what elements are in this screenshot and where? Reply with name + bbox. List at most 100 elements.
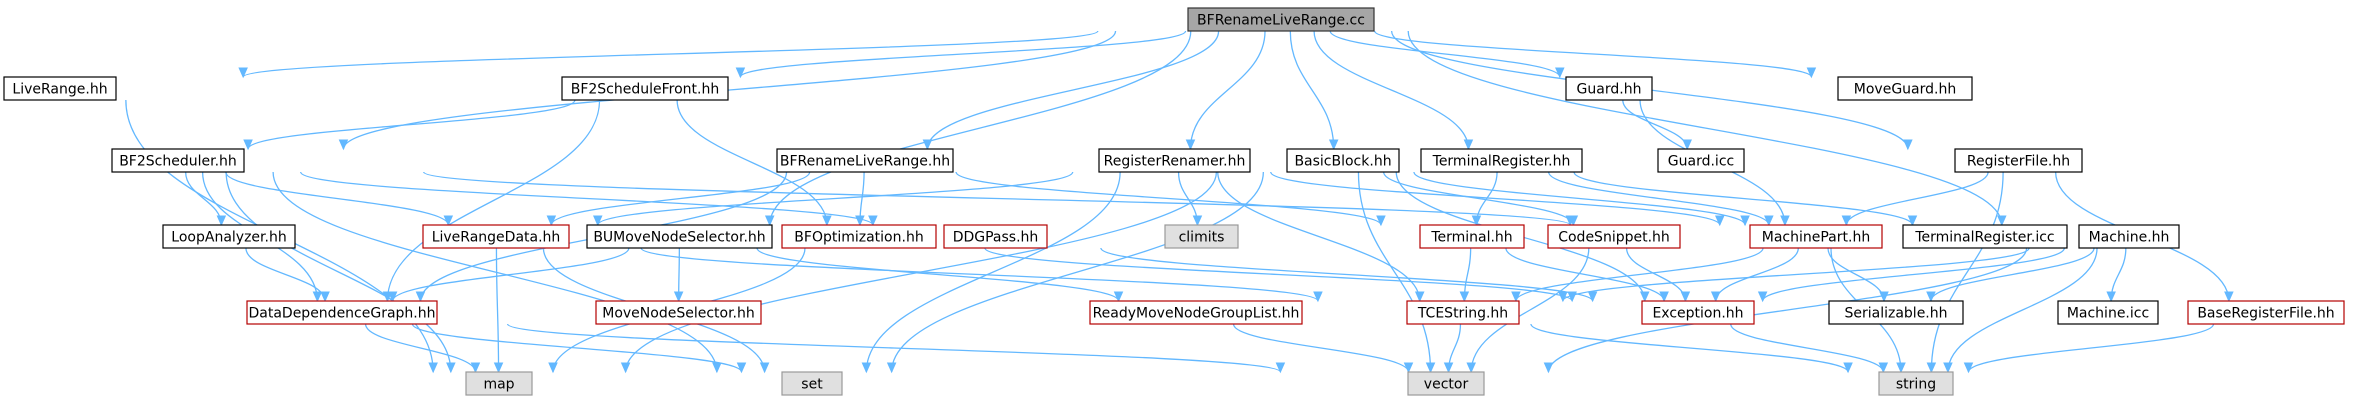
node-bumove[interactable]: BUMoveNodeSelector.hh — [586, 224, 773, 249]
edge-ddgpass-to-exception — [1100, 247, 1598, 303]
edge-machinepart-to-exception — [1710, 247, 1799, 303]
edge-machinepart-to-tcestring — [1511, 247, 1764, 303]
node-label: BF2ScheduleFront.hh — [571, 82, 720, 98]
node-set[interactable]: set — [781, 371, 843, 396]
node-label: MachinePart.hh — [1762, 230, 1870, 246]
node-machinehh[interactable]: Machine.hh — [2078, 224, 2180, 249]
node-serializable[interactable]: Serializable.hh — [1828, 300, 1964, 325]
node-label: Machine.icc — [2067, 306, 2149, 322]
node-label: MoveNodeSelector.hh — [602, 306, 755, 322]
node-map[interactable]: map — [465, 371, 533, 396]
edge-root-to-regren — [1185, 30, 1266, 151]
node-label: TCEString.hh — [1417, 306, 1508, 322]
edge-machinehh-to-vector — [1543, 247, 2028, 374]
edge-machinehh-to-exception — [1757, 247, 2065, 303]
edge-codesnippet-to-vector — [1466, 247, 1590, 374]
node-label: climits — [1179, 230, 1225, 246]
node-loopana[interactable]: LoopAnalyzer.hh — [162, 224, 296, 249]
edge-tcestring-to-string — [1530, 323, 1853, 374]
edge-regren-to-liverangedata — [593, 171, 1074, 227]
node-label: BFOptimization.hh — [794, 230, 923, 246]
edge-bfrename-to-bfopt — [855, 171, 865, 227]
node-label: BFRenameLiveRange.hh — [780, 154, 950, 170]
node-regren[interactable]: RegisterRenamer.hh — [1098, 148, 1251, 173]
node-bfopt[interactable]: BFOptimization.hh — [781, 224, 937, 249]
node-exception[interactable]: Exception.hh — [1641, 300, 1755, 325]
node-movenodesel[interactable]: MoveNodeSelector.hh — [595, 300, 762, 325]
node-label: MoveGuard.hh — [1854, 82, 1956, 98]
node-liverange[interactable]: LiveRange.hh — [3, 76, 117, 101]
edge-root-to-termreg — [1313, 30, 1474, 151]
node-label: LiveRangeData.hh — [432, 230, 561, 246]
node-label: string — [1896, 377, 1936, 393]
edge-bfopt-to-exception — [984, 247, 1577, 303]
node-label: map — [483, 377, 514, 393]
edge-loopana-to-ddg — [245, 247, 330, 303]
edge-machinehh-to-serializable — [1926, 247, 2095, 303]
edge-liverangedata-to-map — [493, 247, 504, 374]
node-label: set — [801, 377, 823, 393]
node-liverangedata[interactable]: LiveRangeData.hh — [422, 224, 570, 249]
edge-bumove-to-ddg — [387, 247, 630, 303]
node-moveguard[interactable]: MoveGuard.hh — [1837, 76, 1973, 101]
node-termreg[interactable]: TerminalRegister.hh — [1420, 148, 1583, 173]
node-root[interactable]: BFRenameLiveRange.cc — [1187, 7, 1375, 32]
edge-terminalhh-to-tcestring — [1459, 247, 1472, 303]
node-machineicc[interactable]: Machine.icc — [2057, 300, 2159, 325]
edge-bf2front-to-bfopt — [676, 99, 832, 227]
node-tcestring[interactable]: TCEString.hh — [1406, 300, 1520, 325]
edge-codesnippet-to-exception — [1625, 247, 1691, 303]
edge-machinehh-to-tcestring — [1558, 247, 2030, 303]
edge-ddg-to-map — [364, 323, 481, 374]
node-readymove[interactable]: ReadyMoveNodeGroupList.hh — [1089, 300, 1303, 325]
node-codesnippet[interactable]: CodeSnippet.hh — [1547, 224, 1681, 249]
edge-termreg-to-terminalhh — [1471, 171, 1498, 227]
edge-guardhh-to-guardicc — [1622, 99, 1692, 151]
node-label: LoopAnalyzer.hh — [171, 230, 286, 246]
node-basicblock[interactable]: BasicBlock.hh — [1286, 148, 1400, 173]
node-ddg[interactable]: DataDependenceGraph.hh — [246, 300, 438, 325]
edge-tcestring-to-vector — [1443, 323, 1462, 374]
node-label: CodeSnippet.hh — [1558, 230, 1670, 246]
edge-bf2sched-to-liverangedata — [225, 171, 454, 227]
node-label: Guard.icc — [1668, 154, 1734, 170]
edge-regfile-to-machinepart — [1841, 171, 1989, 227]
edge-root-to-bf2front — [735, 30, 1187, 79]
edge-bf2sched-to-loopana — [185, 171, 227, 227]
node-climits[interactable]: climits — [1164, 224, 1239, 249]
edge-exception-to-string — [1730, 323, 1889, 374]
node-machinepart[interactable]: MachinePart.hh — [1749, 224, 1883, 249]
edge-terminalhh-to-exception — [1505, 247, 1669, 303]
edge-root-to-guardhh — [1329, 30, 1565, 79]
node-ddgpass[interactable]: DDGPass.hh — [943, 224, 1048, 249]
edge-machinehh-to-string — [1943, 247, 2098, 374]
node-terminalhh[interactable]: Terminal.hh — [1419, 224, 1525, 249]
node-guardhh[interactable]: Guard.hh — [1565, 76, 1653, 101]
edge-root-to-liverange — [238, 30, 1099, 79]
node-vector[interactable]: vector — [1407, 371, 1485, 396]
node-regfile[interactable]: RegisterFile.hh — [1954, 148, 2083, 173]
node-label: DDGPass.hh — [953, 230, 1039, 246]
node-label: ReadyMoveNodeGroupList.hh — [1093, 306, 1300, 322]
edge-root-to-bf2sched — [338, 30, 1117, 151]
edge-regren-to-climits — [1177, 171, 1203, 227]
node-label: Terminal.hh — [1430, 230, 1512, 246]
node-termregicc[interactable]: TerminalRegister.icc — [1902, 224, 2068, 249]
node-bfrename[interactable]: BFRenameLiveRange.hh — [776, 148, 954, 173]
node-label: BUMoveNodeSelector.hh — [593, 230, 765, 246]
node-label: TerminalRegister.icc — [1914, 230, 2054, 246]
node-bf2front[interactable]: BF2ScheduleFront.hh — [561, 76, 729, 101]
edge-ddg-to-vector — [506, 323, 1286, 374]
edge-regren-to-tcestring — [1217, 171, 1425, 303]
edge-root-to-bumove — [764, 30, 1192, 227]
node-guardicc[interactable]: Guard.icc — [1657, 148, 1745, 173]
node-label: Serializable.hh — [1844, 306, 1947, 322]
node-string[interactable]: string — [1878, 371, 1954, 396]
node-label: BFRenameLiveRange.cc — [1197, 13, 1365, 29]
edge-regren-to-machinepart — [1270, 171, 1725, 227]
node-bf2sched[interactable]: BF2Scheduler.hh — [111, 148, 245, 173]
node-baseregfile[interactable]: BaseRegisterFile.hh — [2187, 300, 2345, 325]
edge-root-to-machinehh — [1407, 30, 2007, 227]
